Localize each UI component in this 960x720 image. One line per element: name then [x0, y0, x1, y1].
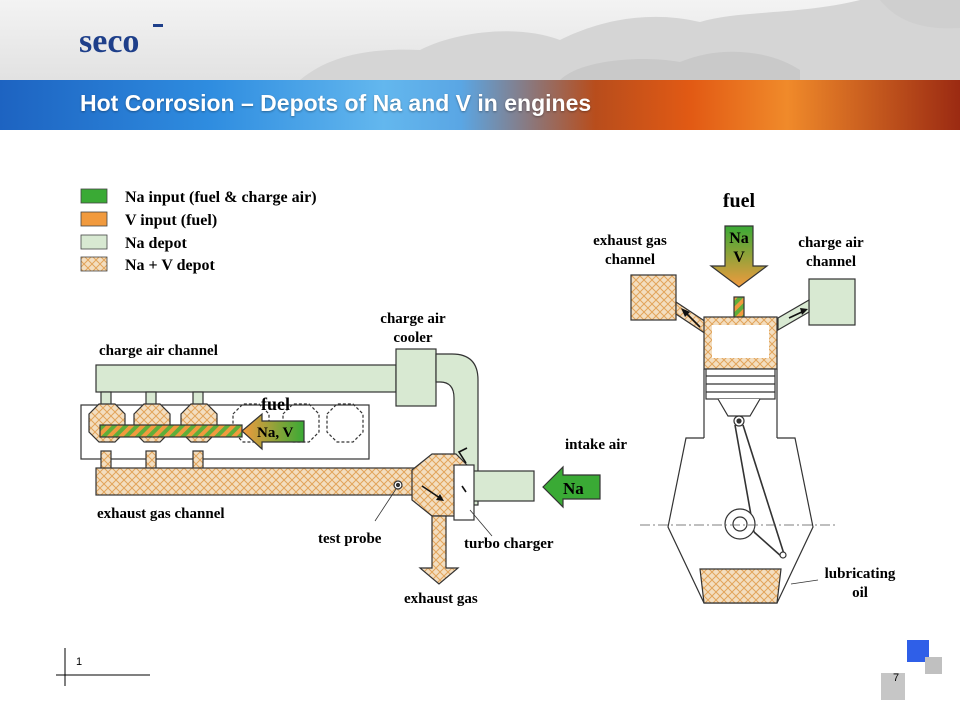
cylinder-labels: fuel Na V exhaust gas channel charge air…: [593, 190, 896, 601]
exhaust-gas-arrow: [418, 515, 460, 585]
label-charge-air-channel: charge air channel: [99, 343, 218, 359]
label-intake-air: intake air: [565, 437, 627, 453]
footer: [56, 640, 942, 700]
page-title: Hot Corrosion – Depots of Na and V in en…: [80, 90, 592, 116]
fuel-rail: [99, 424, 243, 438]
footer-square-grey: [925, 657, 942, 674]
seco-logo: seco: [79, 23, 163, 58]
world-map-background: [300, 0, 960, 80]
legend-label-na-v-depot: Na + V depot: [125, 257, 216, 274]
cylinder-exhaust-channel: [630, 274, 677, 321]
legend-swatch-na-v-depot: [80, 256, 108, 272]
logo-text: seco: [79, 23, 139, 58]
intake-pipe: [471, 470, 535, 502]
legend-swatch-v-input: [80, 211, 108, 227]
slide-number: 7: [893, 672, 900, 684]
label-cylinder-charge-air-line2: channel: [806, 254, 856, 270]
engine-layout: [80, 348, 601, 585]
legend-label-v-input: V input (fuel): [125, 212, 217, 229]
label-fuel: fuel: [261, 394, 290, 414]
label-charge-air-cooler-line1: charge air: [380, 311, 446, 327]
intake-air-arrow: [542, 465, 601, 509]
page-number: 1: [76, 656, 83, 668]
legend-label-na-depot: Na depot: [125, 235, 187, 252]
legend-swatch-na-input: [80, 188, 108, 204]
cylinder-section: [630, 225, 856, 604]
label-cylinder-exhaust-channel-line1: exhaust gas: [593, 233, 667, 249]
footer-square-blue: [907, 640, 929, 662]
label-cylinder-fuel: fuel: [723, 190, 756, 212]
cylinder-fuel-arrow: [709, 225, 769, 288]
title-banner: Hot Corrosion – Depots of Na and V in en…: [0, 80, 960, 130]
label-intake-marker: Na: [563, 479, 584, 498]
diagram: Na input (fuel & charge air) V input (fu…: [80, 188, 896, 607]
label-cylinder-fuel-marker-bottom: V: [733, 249, 745, 266]
lubricating-oil: [699, 568, 782, 604]
cylinder-charge-air-channel: [808, 278, 856, 326]
fuel-arrow: [241, 412, 305, 451]
label-cylinder-charge-air-line1: charge air: [798, 235, 864, 251]
label-lubricating-oil-line2: oil: [852, 585, 868, 601]
footer-square-slide: [881, 673, 905, 700]
label-fuel-marker: Na, V: [257, 425, 294, 441]
label-turbo-charger: turbo charger: [464, 536, 554, 552]
header: seco: [0, 0, 960, 80]
charge-air-cooler: [395, 348, 437, 407]
legend: Na input (fuel & charge air) V input (fu…: [80, 188, 317, 274]
label-cylinder-exhaust-channel-line2: channel: [605, 252, 655, 268]
label-test-probe: test probe: [318, 531, 382, 547]
engine-layout-labels: charge air cooler charge air channel fue…: [97, 311, 627, 607]
label-exhaust-gas: exhaust gas: [404, 591, 478, 607]
legend-swatch-na-depot: [80, 234, 108, 250]
label-exhaust-gas-channel: exhaust gas channel: [97, 506, 225, 522]
exhaust-gas-channel: [95, 467, 417, 496]
label-charge-air-cooler-line2: cooler: [393, 330, 432, 346]
label-cylinder-fuel-marker-top: Na: [729, 230, 749, 247]
charge-air-channel: [95, 364, 397, 393]
cylinder-6: [326, 403, 364, 443]
label-lubricating-oil-line1: lubricating: [825, 566, 896, 582]
legend-label-na-input: Na input (fuel & charge air): [125, 189, 317, 206]
